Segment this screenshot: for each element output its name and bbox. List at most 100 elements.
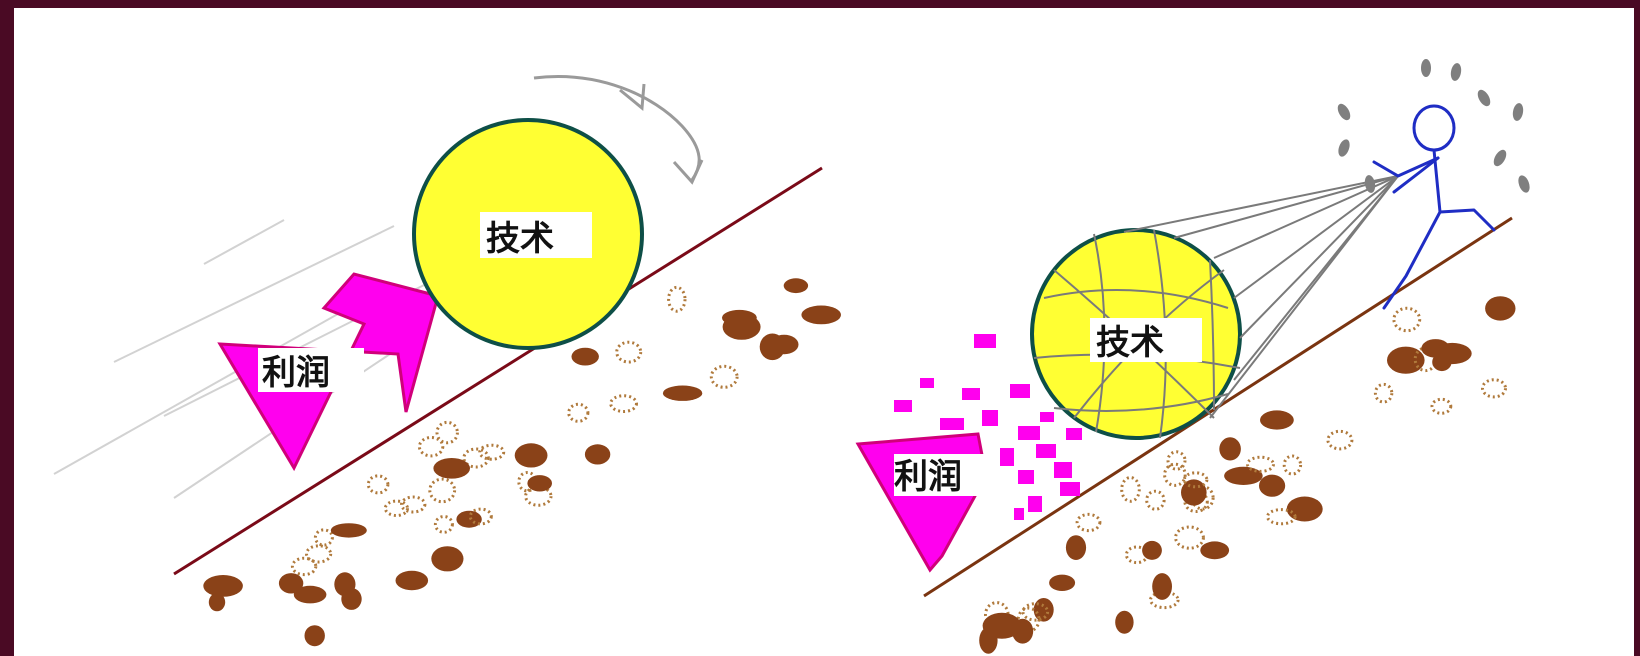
rock <box>722 309 757 326</box>
right-technology-label: 技术 <box>1090 318 1202 362</box>
illustration-panel: 利润 技术 利润 <box>14 8 1634 656</box>
gravel <box>435 420 459 445</box>
sweat-drop <box>1337 103 1351 121</box>
rock <box>1432 342 1472 365</box>
gravel <box>1481 378 1507 399</box>
rock <box>1033 598 1054 622</box>
profit-fragment <box>1014 508 1024 520</box>
gravel <box>1373 382 1394 404</box>
gravel <box>462 447 490 469</box>
left-ground-rocks <box>203 278 841 647</box>
gravel <box>313 528 334 547</box>
gravel <box>1392 306 1422 333</box>
rock <box>293 585 327 604</box>
rock <box>334 572 356 597</box>
rock <box>395 570 429 591</box>
net-line <box>1209 259 1215 411</box>
profit-fragment <box>1040 412 1054 422</box>
profit-fragment <box>920 378 934 388</box>
rock <box>1224 466 1263 485</box>
motion-line <box>203 219 285 265</box>
profit-fragment <box>1060 482 1080 496</box>
gravel <box>1166 450 1187 471</box>
rope-line <box>1173 175 1399 239</box>
profit-fragment <box>962 388 980 400</box>
gravel <box>428 477 457 504</box>
sweat-drop <box>1518 175 1530 193</box>
profit-fragment <box>1066 428 1082 440</box>
sweat-drop <box>1512 103 1524 121</box>
rock <box>1049 574 1076 591</box>
rock <box>1260 410 1294 430</box>
gravel <box>400 495 427 514</box>
gravel <box>1246 455 1275 473</box>
stick-figure-icon <box>1372 104 1496 310</box>
gravel <box>1174 525 1205 550</box>
rope-line <box>1209 175 1399 419</box>
profit-fragment <box>1028 496 1042 512</box>
gravel <box>667 285 687 313</box>
gravel <box>1266 508 1297 526</box>
sweat-drop <box>1421 59 1431 77</box>
gravel <box>433 515 454 534</box>
sweat-drop <box>1338 139 1350 157</box>
rock <box>278 573 304 594</box>
profit-fragment <box>894 400 912 412</box>
rock <box>1219 437 1241 461</box>
profit-fragment <box>1054 462 1072 478</box>
rock <box>1485 296 1516 321</box>
profit-fragment <box>982 410 998 426</box>
rope-line <box>1239 175 1399 339</box>
gravel <box>383 499 409 517</box>
rock <box>1286 496 1323 522</box>
profit-fragment <box>940 418 964 430</box>
left-technology-text: 技术 <box>486 220 554 258</box>
rope-line <box>1233 175 1399 299</box>
rock <box>431 546 464 572</box>
gravel <box>1145 489 1166 511</box>
rock <box>1115 610 1134 634</box>
rock <box>1065 535 1087 560</box>
right-profit-text: 利润 <box>894 458 962 496</box>
sweat-drop <box>1493 149 1507 167</box>
rope-line <box>1123 175 1399 233</box>
rock <box>527 475 552 492</box>
gravel <box>1182 471 1209 489</box>
profit-fragment <box>1018 426 1040 440</box>
gravel <box>478 443 506 461</box>
rock <box>783 278 809 294</box>
rock <box>304 625 325 647</box>
right-ground-rocks <box>979 296 1516 654</box>
profit-fragment <box>1000 448 1014 466</box>
gravel <box>1183 490 1209 514</box>
gravel <box>567 402 590 423</box>
sweat-drops <box>1337 59 1530 193</box>
profit-fragment <box>1018 470 1034 484</box>
rock <box>571 347 599 366</box>
motion-line <box>53 287 385 475</box>
left-profit-text: 利润 <box>262 354 330 392</box>
gravel <box>1016 606 1041 633</box>
left-profit-label: 利润 <box>258 348 364 392</box>
rock <box>330 523 367 538</box>
rock <box>769 334 799 355</box>
left-slope-line <box>173 166 823 576</box>
rock <box>1200 541 1230 560</box>
gravel <box>305 544 333 564</box>
rock <box>1387 346 1425 374</box>
right-technology-text: 技术 <box>1096 324 1164 362</box>
gravel <box>1075 512 1102 533</box>
rope-lines <box>1123 175 1399 419</box>
gravel <box>1326 429 1354 451</box>
gravel <box>468 507 493 526</box>
gravel <box>1430 397 1453 415</box>
rock <box>203 575 243 597</box>
gravel <box>609 394 638 414</box>
gravel <box>417 436 445 458</box>
right-scene: 利润 技术 <box>855 59 1530 654</box>
profit-fragment <box>1036 444 1056 458</box>
rock <box>433 458 471 479</box>
sweat-drop <box>1450 63 1462 81</box>
sweat-drop <box>1364 175 1376 193</box>
